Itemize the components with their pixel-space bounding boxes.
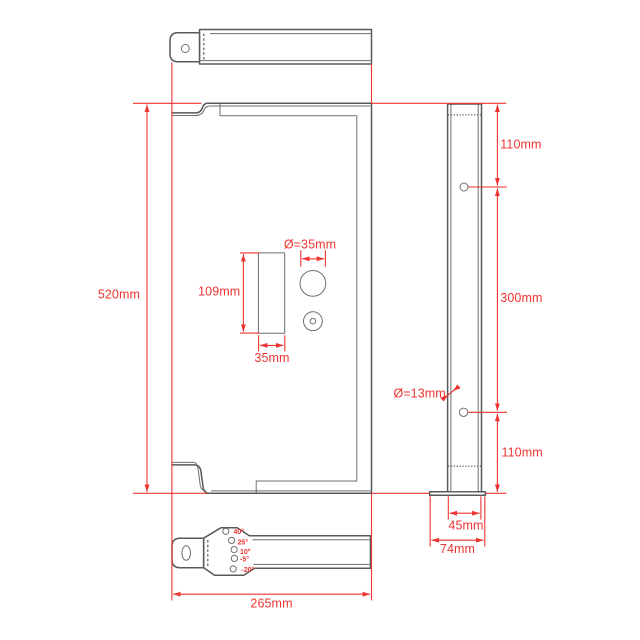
dimension-extension-lines [133, 62, 507, 601]
tab-slot [181, 545, 191, 561]
dim-leader-dia13 [440, 384, 461, 402]
top-mount-tab [169, 31, 205, 63]
front-view [169, 28, 373, 495]
label-slot-width-35: 35mm [254, 351, 289, 365]
label-height-520: 520mm [98, 288, 140, 302]
main-plate [171, 102, 373, 495]
side-hole-top [459, 182, 469, 192]
label-hole-dia-13: Ø=13mm [393, 387, 445, 401]
angle-label-neg20: -20° [242, 566, 255, 574]
tilt-arm-view: 40° 25° 10° -5° -20° [171, 527, 372, 576]
tilt-arm-outline [202, 527, 372, 576]
dimension-labels: 520mm 109mm 35mm Ø=35mm 110mm 300mm 110m… [98, 137, 543, 610]
label-channel-45: 45mm [448, 519, 483, 533]
angle-labels: 40° 25° 10° -5° -20° [234, 528, 255, 574]
top-left-flange [171, 102, 209, 114]
bottom-left-flange [171, 464, 210, 495]
dimension-lines [144, 104, 500, 597]
angle-label-25: 25° [238, 539, 249, 547]
label-spacing-300: 300mm [500, 291, 542, 305]
label-width-265: 265mm [250, 596, 292, 610]
label-base-74: 74mm [440, 542, 475, 556]
label-slot-height-109: 109mm [198, 284, 240, 298]
top-bar [198, 28, 373, 65]
pivot-hole [303, 311, 323, 332]
label-offset-110-top: 110mm [500, 137, 541, 151]
channel-walls [446, 103, 483, 493]
rectangular-slot [257, 252, 286, 334]
angle-label-10: 10° [240, 548, 251, 556]
large-hole [299, 270, 327, 297]
label-offset-110-bottom: 110mm [502, 445, 543, 459]
inner-face-outline [219, 103, 358, 493]
angle-label-neg5: -5° [240, 556, 249, 564]
arm-mount-tab [171, 537, 209, 569]
side-hole-bottom [458, 407, 469, 417]
label-hole-dia-35: Ø=35mm [284, 237, 336, 251]
side-view [428, 103, 487, 497]
angle-label-40: 40° [234, 528, 245, 536]
tab-hole [180, 44, 190, 53]
angle-adjustment-holes [222, 527, 238, 573]
